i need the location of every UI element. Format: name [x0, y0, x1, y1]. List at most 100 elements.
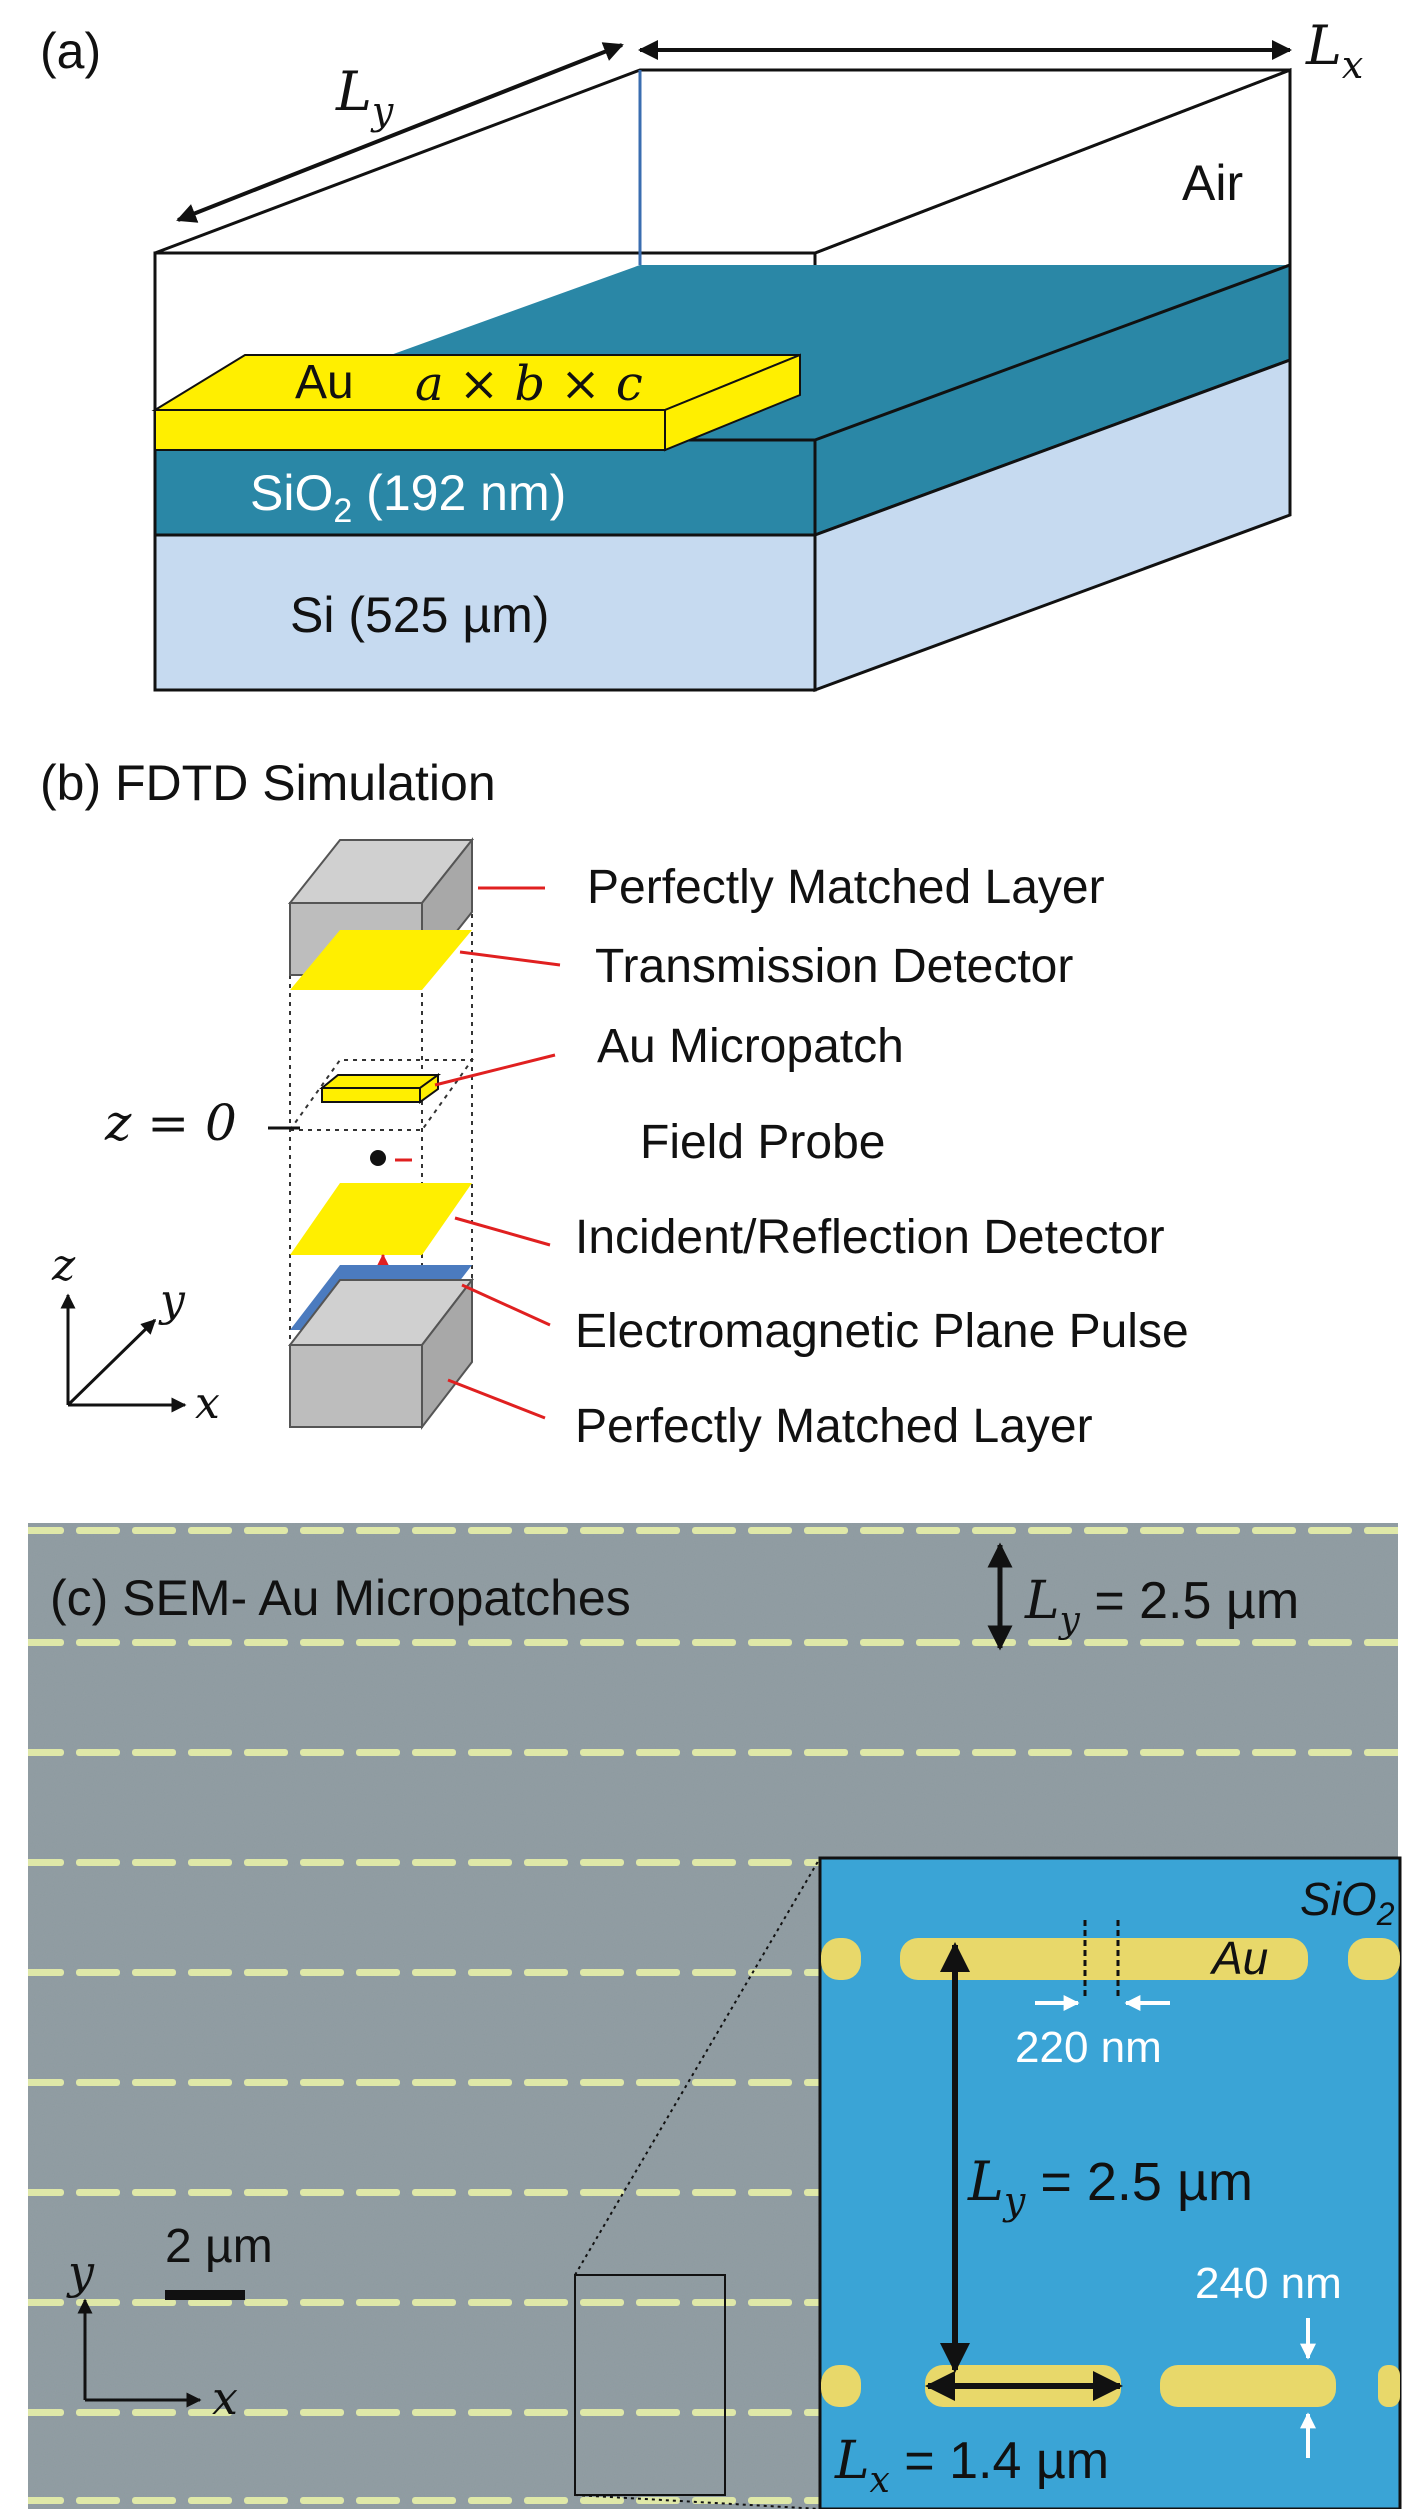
pml-bottom-front-face — [289, 1344, 423, 1428]
sem-micropatch — [28, 1527, 64, 1534]
axis-x-label: x — [195, 1378, 220, 1429]
sem-micropatch — [412, 2497, 456, 2504]
sem-micropatch — [356, 2079, 400, 2086]
inset-patch — [900, 1938, 1308, 1980]
panel-c: (c) SEM- Au Micropatches Ly = 2.5 µm 2 µ… — [28, 1523, 1402, 2509]
panel-c-label: (c) SEM- Au Micropatches — [50, 1570, 631, 1626]
transmission-detector-plane — [290, 930, 472, 990]
au-micropatch-top — [319, 1074, 442, 1089]
sem-micropatch — [132, 1749, 176, 1756]
sem-micropatch — [300, 1859, 344, 1866]
axis-z-label: z — [51, 1240, 76, 1291]
sem-micropatch — [524, 1969, 568, 1976]
sem-micropatch — [692, 1969, 736, 1976]
sem-micropatch — [1084, 1527, 1128, 1534]
label-plane-pulse: Electromagnetic Plane Pulse — [575, 1305, 1189, 1358]
sem-micropatch — [1028, 1527, 1072, 1534]
sem-micropatch — [468, 1859, 512, 1866]
sem-micropatch — [636, 1969, 680, 1976]
sem-micropatch — [76, 2189, 120, 2196]
au-patch-front — [154, 409, 666, 451]
sem-micropatch — [1196, 1749, 1240, 1756]
inset-patch — [1160, 2365, 1336, 2407]
sem-micropatch — [28, 1639, 64, 1646]
sem-micropatch — [244, 1639, 288, 1646]
sem-micropatch — [300, 2189, 344, 2196]
inset-ly-label: Ly = 2.5 µm — [967, 2150, 1253, 2223]
sem-micropatch — [188, 1749, 232, 1756]
au-micropatch-side — [419, 1073, 439, 1104]
sem-micropatch — [76, 2409, 120, 2416]
gap-label: 220 nm — [1015, 2023, 1162, 2072]
sem-micropatch — [748, 1969, 792, 1976]
sem-micropatch — [1308, 1639, 1352, 1646]
sem-micropatch — [748, 2189, 792, 2196]
sem-micropatch — [188, 2079, 232, 2086]
sem-micropatch — [580, 2189, 624, 2196]
ly-dimension-arrow — [176, 42, 624, 223]
inset-patch — [1348, 1938, 1400, 1980]
sem-micropatch — [188, 1969, 232, 1976]
sem-micropatch — [356, 2497, 400, 2504]
sem-micropatch — [524, 1527, 568, 1534]
sem-micropatch — [692, 1639, 736, 1646]
sem-micropatch — [244, 1749, 288, 1756]
sem-micropatch — [1140, 1527, 1184, 1534]
inset-patch — [821, 1938, 861, 1980]
width-label: 240 nm — [1195, 2259, 1342, 2308]
sem-micropatch — [412, 1969, 456, 1976]
sem-micropatch — [916, 1749, 960, 1756]
sem-micropatch — [356, 2299, 400, 2306]
sem-micropatch — [580, 1969, 624, 1976]
sem-micropatch — [356, 1639, 400, 1646]
sem-micropatch — [580, 1749, 624, 1756]
sem-micropatch — [1252, 1749, 1296, 1756]
sem-micropatch — [132, 2497, 176, 2504]
leader-lines — [395, 886, 561, 1420]
sem-micropatch — [580, 1527, 624, 1534]
sem-micropatch — [188, 2189, 232, 2196]
sem-micropatch — [132, 1969, 176, 1976]
sem-micropatch — [412, 2299, 456, 2306]
sem-micropatch — [356, 1749, 400, 1756]
sem-micropatch — [748, 1527, 792, 1534]
sem-micropatch — [132, 2299, 176, 2306]
sem-micropatch — [412, 1527, 456, 1534]
sem-micropatch — [692, 2299, 736, 2306]
sem-micropatch — [748, 2409, 792, 2416]
sem-micropatch — [1364, 1527, 1398, 1534]
sem-micropatch — [300, 1969, 344, 1976]
sem-micropatch — [188, 2497, 232, 2504]
inset-patch — [821, 2365, 861, 2407]
sem-micropatch — [412, 1639, 456, 1646]
sem-micropatch — [132, 1859, 176, 1866]
si-label: Si (525 µm) — [290, 587, 549, 643]
sem-micropatch — [244, 1527, 288, 1534]
z0-label: z = 0 — [104, 1094, 237, 1152]
sem-micropatch — [468, 1639, 512, 1646]
sem-micropatch — [356, 2189, 400, 2196]
panel-b: (b) FDTD Simulation z = 0 — [40, 755, 1189, 1453]
label-au-micropatch: Au Micropatch — [597, 1020, 904, 1073]
sem-micropatch — [300, 1749, 344, 1756]
sem-micropatch — [76, 1969, 120, 1976]
sem-axis-x-label: x — [212, 2371, 238, 2425]
sem-micropatch — [132, 2409, 176, 2416]
sem-axis-y-label: y — [66, 2245, 95, 2299]
scale-bar-label: 2 µm — [165, 2220, 273, 2273]
inset-sio2-label: SiO2 — [1300, 1873, 1395, 1932]
sem-micropatch — [580, 1639, 624, 1646]
au-label: Au — [295, 356, 354, 409]
sem-micropatch — [468, 2189, 512, 2196]
sem-micropatch — [636, 1639, 680, 1646]
sem-micropatch — [524, 1859, 568, 1866]
sem-micropatch — [188, 1859, 232, 1866]
panel-a-lx-label: Lx — [1305, 14, 1363, 87]
callout-labels: Perfectly Matched Layer Transmission Det… — [575, 861, 1189, 1453]
sem-micropatch — [28, 2409, 64, 2416]
sem-micropatch — [28, 2079, 64, 2086]
sem-micropatch — [356, 2409, 400, 2416]
sem-micropatch — [244, 2189, 288, 2196]
sem-micropatch — [412, 2079, 456, 2086]
panel-b-axes: z y x — [51, 1240, 220, 1429]
